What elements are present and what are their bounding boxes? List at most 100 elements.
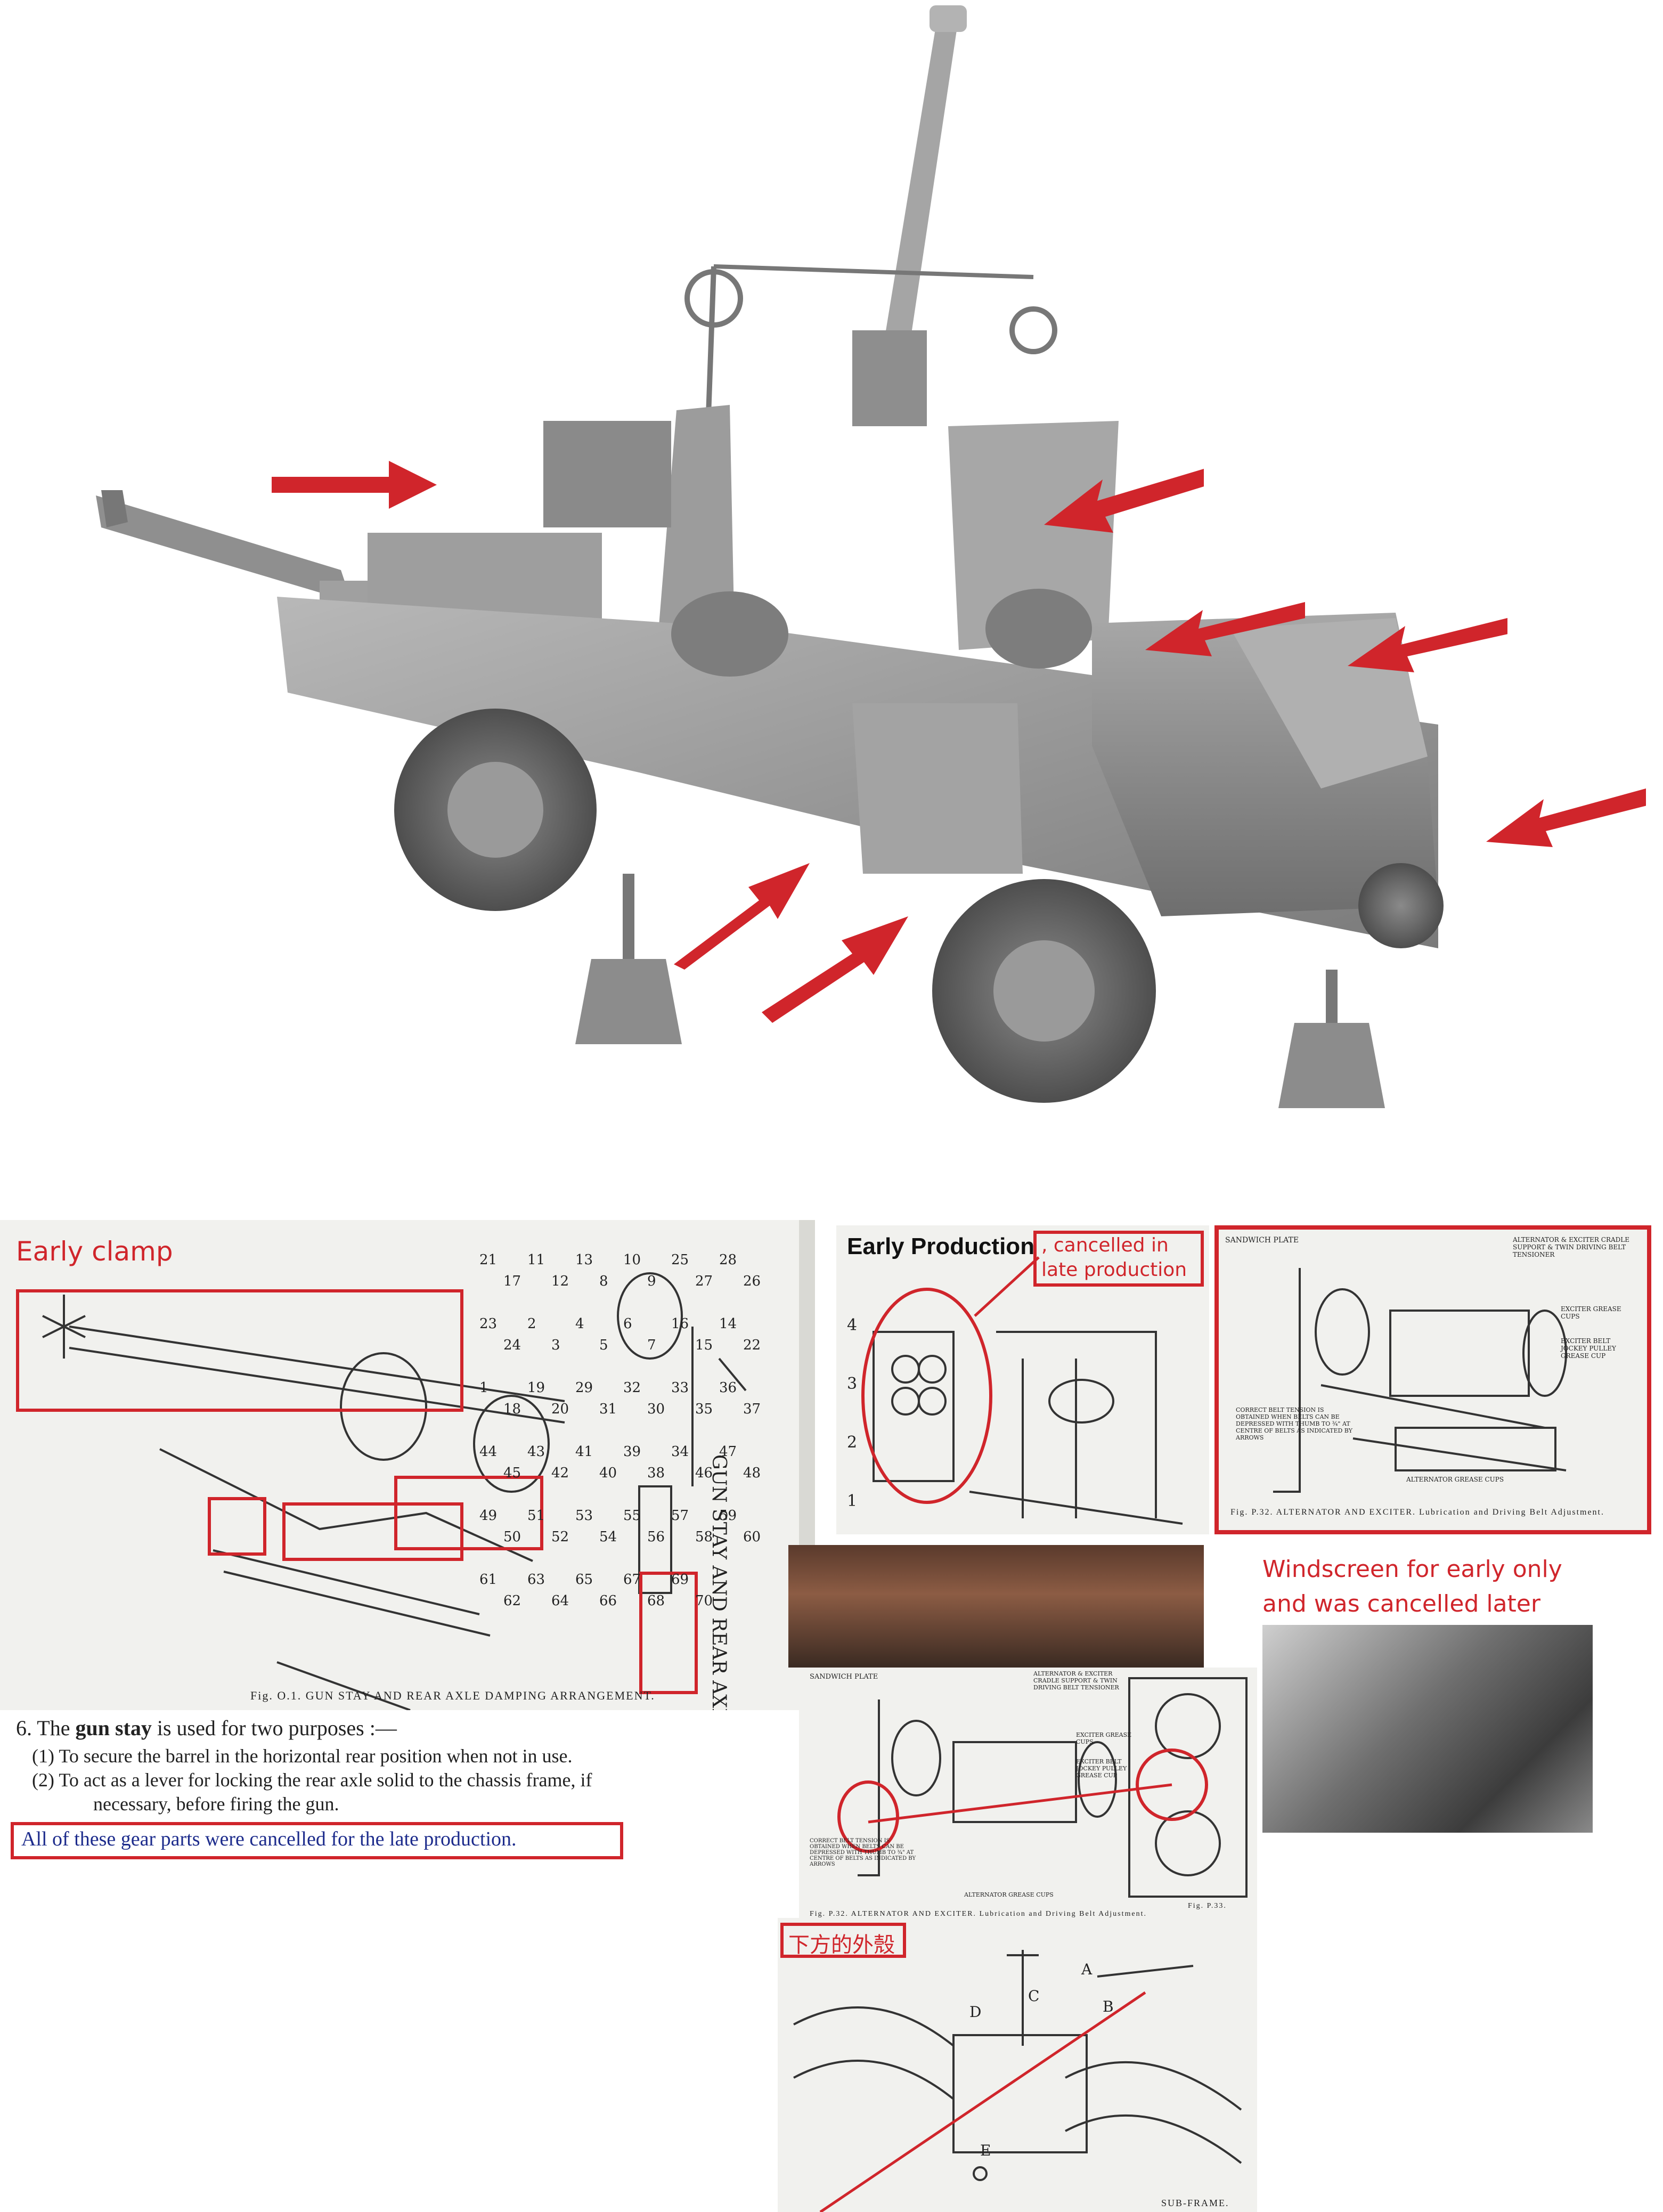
- barrel-photo: [788, 1545, 1204, 1668]
- heading-bold: gun stay: [75, 1716, 152, 1740]
- callout-number: 28: [719, 1252, 737, 1268]
- heading-num: 6.: [16, 1716, 32, 1740]
- callout-number: 7: [647, 1337, 656, 1353]
- callout-number: 21: [479, 1252, 498, 1268]
- callout-number: 6: [623, 1316, 632, 1332]
- callout-number: 27: [695, 1273, 713, 1289]
- callout-number: 33: [671, 1380, 689, 1396]
- callout-number: 2: [527, 1316, 536, 1332]
- callout-number: 69: [671, 1572, 689, 1588]
- manual-text-block: 6. The gun stay is used for two purposes…: [0, 1715, 799, 1875]
- manual-item-2-cont: necessary, before firing the gun.: [93, 1793, 339, 1815]
- sandwich-plate-label: SANDWICH PLATE: [1225, 1236, 1299, 1245]
- vehicle-render: [96, 5, 1646, 1108]
- early-clamp-panel: Early clamp GUN STAY AND REAR AXLE DAMPI…: [0, 1220, 815, 1710]
- letter-b: B: [1103, 1998, 1114, 2015]
- callout-number: 4: [575, 1316, 584, 1332]
- callout-number: 45: [503, 1465, 521, 1481]
- callout-number: 3: [847, 1375, 858, 1393]
- manual-item-2: (2) To act as a lever for locking the re…: [32, 1769, 592, 1791]
- red-arrow-icon: [272, 461, 437, 509]
- callout-number: 24: [503, 1337, 521, 1353]
- fig-p33-caption: Fig. P.33.: [1188, 1902, 1227, 1910]
- sandwich-plate-label: SANDWICH PLATE: [810, 1673, 878, 1681]
- callout-number: 60: [743, 1529, 761, 1545]
- item-1-number: (1): [32, 1745, 54, 1767]
- callout-number: 57: [671, 1508, 689, 1524]
- letter-d: D: [969, 2003, 982, 2021]
- figure-caption: Fig. O.1. GUN STAY AND REAR AXLE DAMPING…: [250, 1689, 655, 1702]
- red-arrow-icon: [1486, 788, 1646, 847]
- item-2-number: (2): [32, 1769, 54, 1791]
- jockey-label: EXCITER BELT JOCKEY PULLEY GREASE CUP: [1561, 1337, 1616, 1360]
- letter-e: E: [980, 2142, 991, 2159]
- early-clamp-label: Early clamp: [16, 1236, 173, 1267]
- callout-number: 70: [695, 1593, 713, 1609]
- callout-number: 38: [647, 1465, 665, 1481]
- letter-c: C: [1028, 1987, 1040, 2005]
- callout-number: 25: [671, 1252, 689, 1268]
- callout-number: 50: [503, 1529, 521, 1545]
- callout-number: 63: [527, 1572, 545, 1588]
- callout-number: 17: [503, 1273, 521, 1289]
- callout-number: 18: [503, 1401, 521, 1417]
- callout-number: 62: [503, 1593, 521, 1609]
- callout-number: 9: [647, 1273, 656, 1289]
- callout-number: 16: [671, 1316, 689, 1332]
- callout-number: 35: [695, 1401, 713, 1417]
- callout-number: 22: [743, 1337, 761, 1353]
- late-cancel-note: , cancelled in late production: [1041, 1234, 1187, 1281]
- callout-number: 40: [599, 1465, 617, 1481]
- windscreen-label-line1: Windscreen for early only: [1262, 1556, 1562, 1583]
- callout-number: 59: [719, 1508, 737, 1524]
- manual-heading: 6. The gun stay is used for two purposes…: [16, 1715, 397, 1741]
- callout-number: 13: [575, 1252, 593, 1268]
- callout-number: 66: [599, 1593, 617, 1609]
- alternator-panel: SANDWICH PLATE ALTERNATOR & EXCITER CRAD…: [1214, 1225, 1651, 1534]
- callout-number: 5: [599, 1337, 608, 1353]
- side-title: GUN STAY AND REAR AXLE DAMPING D: [708, 1454, 730, 1710]
- exciter-cups-label: EXCITER GREASE CUPS: [1076, 1731, 1132, 1745]
- highlight-box: [16, 1289, 463, 1412]
- callout-number: 42: [551, 1465, 569, 1481]
- highlight-box: [282, 1502, 463, 1561]
- subframe-caption: SUB-FRAME.: [1161, 2198, 1229, 2208]
- alternator-label: ALTERNATOR & EXCITER CRADLE SUPPORT & TW…: [1033, 1670, 1119, 1691]
- red-arrow-icon: [1348, 618, 1507, 672]
- callout-number: 3: [551, 1337, 560, 1353]
- callout-number: 15: [695, 1337, 713, 1353]
- callout-number: 48: [743, 1465, 761, 1481]
- callout-number: 11: [527, 1252, 545, 1268]
- callout-number: 61: [479, 1572, 498, 1588]
- windscreen-label-line2: and was cancelled later: [1262, 1590, 1540, 1617]
- alternator-lower-caption: Fig. P.32. ALTERNATOR AND EXCITER. Lubri…: [810, 1910, 1147, 1918]
- callout-number: 4: [847, 1316, 858, 1335]
- cancelled-note: All of these gear parts were cancelled f…: [21, 1828, 517, 1850]
- callout-number: 19: [527, 1380, 545, 1396]
- callout-number: 68: [647, 1593, 665, 1609]
- manual-item-1: (1) To secure the barrel in the horizont…: [32, 1745, 573, 1767]
- callout-number: 67: [623, 1572, 641, 1588]
- highlight-box: [639, 1572, 698, 1694]
- callout-number: 36: [719, 1380, 737, 1396]
- callout-number: 37: [743, 1401, 761, 1417]
- callout-number: 51: [527, 1508, 545, 1524]
- callout-number: 56: [647, 1529, 665, 1545]
- callout-number: 29: [575, 1380, 593, 1396]
- callout-number: 46: [695, 1465, 713, 1481]
- callout-number: 41: [575, 1444, 593, 1460]
- heading-pre: The: [37, 1716, 70, 1740]
- exciter-cups-label: EXCITER GREASE CUPS: [1561, 1305, 1621, 1320]
- cancelled-note-box: [11, 1822, 623, 1859]
- jockey-label: EXCITER BELT JOCKEY PULLEY GREASE CUP: [1076, 1758, 1127, 1779]
- red-arrow-icon: [674, 863, 810, 970]
- red-arrow-icon: [1044, 469, 1204, 533]
- callout-number: 39: [623, 1444, 641, 1460]
- callout-number: 26: [743, 1273, 761, 1289]
- alternator-cups-label: ALTERNATOR GREASE CUPS: [964, 1891, 1054, 1898]
- item-2-text: To act as a lever for locking the rear a…: [59, 1769, 592, 1791]
- callout-number: 34: [671, 1444, 689, 1460]
- alternator-caption: Fig. P.32. ALTERNATOR AND EXCITER. Lubri…: [1230, 1508, 1604, 1517]
- early-production-title: Early Production: [847, 1233, 1035, 1259]
- callout-number: 12: [551, 1273, 569, 1289]
